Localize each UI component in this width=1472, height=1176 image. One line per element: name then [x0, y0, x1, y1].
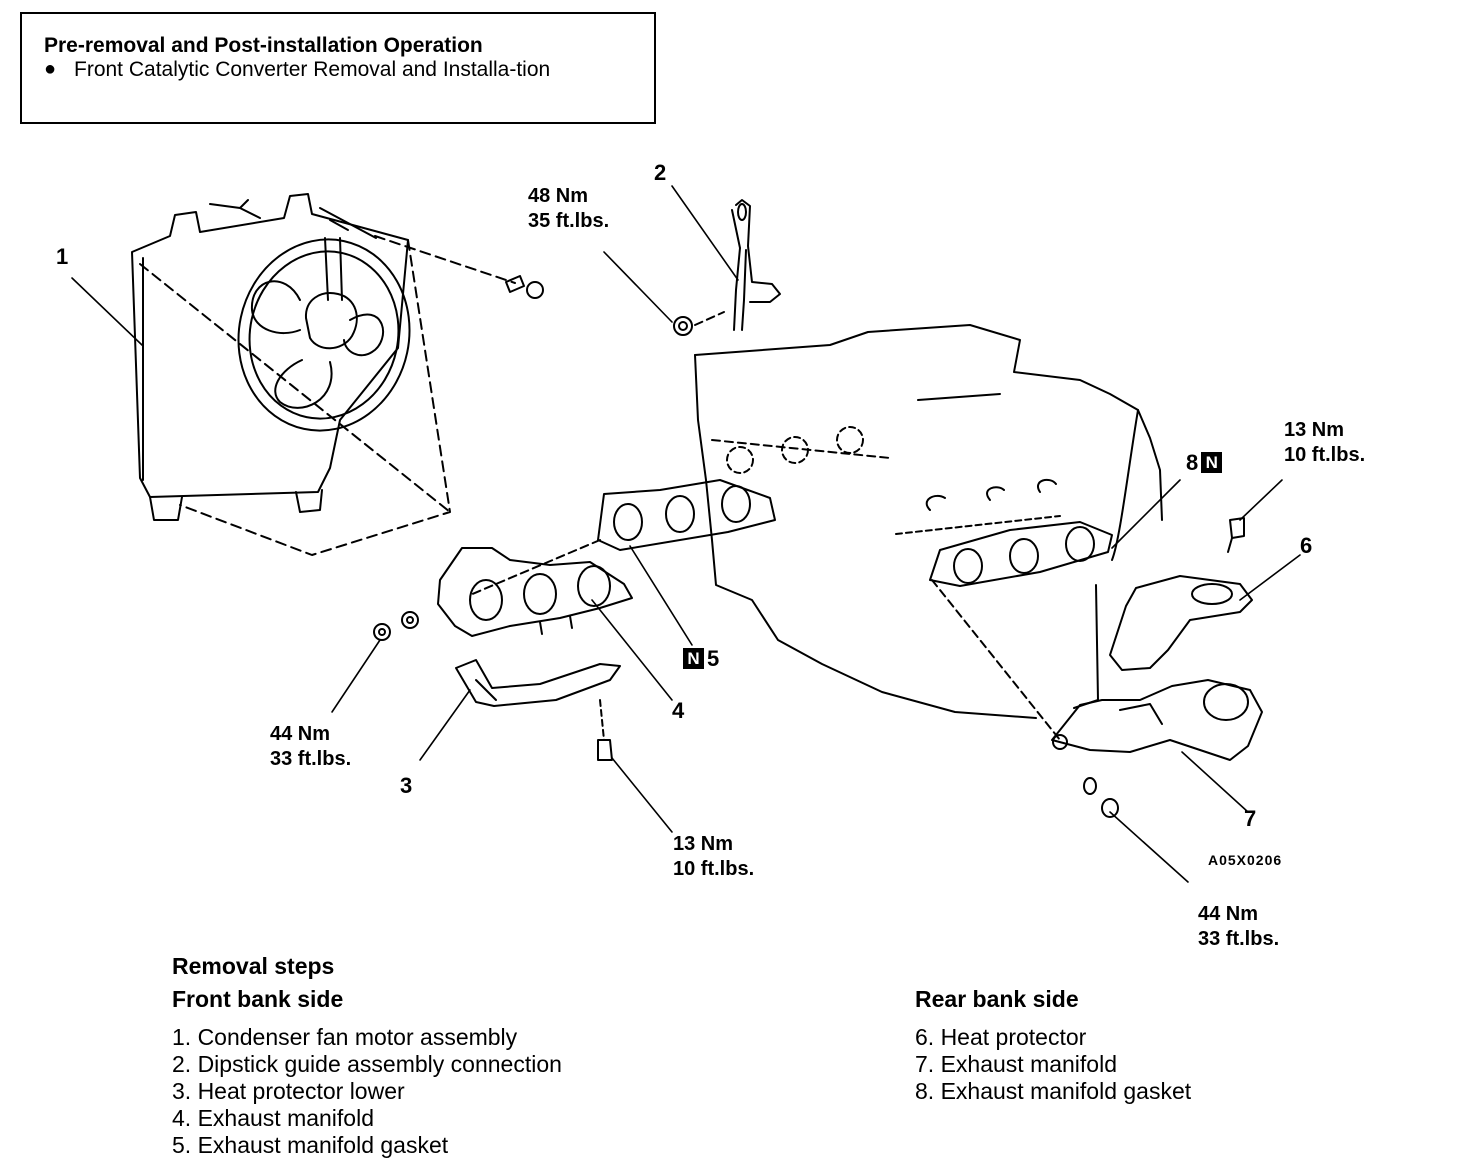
rear-washer-nut [1083, 777, 1119, 818]
new-part-badge: N [683, 648, 704, 669]
list-item: 4. Exhaust manifold [172, 1105, 375, 1131]
torque-ftlbs: 10 ft.lbs. [1284, 444, 1366, 466]
dipstick-guide [673, 199, 781, 336]
bolt-icon [1227, 517, 1245, 553]
exploded-view-drawing [71, 185, 1301, 883]
list-item: 2. Dipstick guide assembly connection [172, 1051, 562, 1077]
removal-steps-heading: Removal steps [172, 953, 335, 979]
torque-nm: 44 Nm [270, 723, 331, 745]
list-item: 6. Heat protector [915, 1024, 1087, 1050]
list-item: 5. Exhaust manifold gasket [172, 1132, 449, 1158]
leader-lines [71, 185, 1301, 883]
condenser-fan-assembly [131, 193, 516, 556]
rear-bank-list: 6. Heat protector 7. Exhaust manifold 8.… [915, 1024, 1191, 1105]
rear-bank-heading: Rear bank side [915, 986, 1079, 1012]
front-exhaust-gasket [469, 479, 776, 596]
torque-spec-front-bottom: 13 Nm 10 ft.lbs. [673, 832, 754, 882]
bullet-icon: ● [44, 58, 57, 80]
callout-3: 3 [400, 773, 413, 798]
list-item: 3. Heat protector lower [172, 1078, 405, 1104]
torque-ftlbs: 10 ft.lbs. [673, 858, 755, 880]
list-item: 7. Exhaust manifold [915, 1051, 1118, 1077]
notice-box: Pre-removal and Post-installation Operat… [20, 12, 656, 124]
front-exhaust-manifold [437, 547, 633, 637]
torque-nm: 48 Nm [528, 185, 589, 207]
torque-spec-rear-bottom: 44 Nm 33 ft.lbs. [1198, 902, 1279, 952]
rear-exhaust-gasket [895, 478, 1113, 741]
list-item: 8. Exhaust manifold gasket [915, 1078, 1192, 1104]
torque-nm: 13 Nm [673, 833, 734, 855]
heat-protector-rear [1109, 575, 1253, 671]
callout-7: 7 [1244, 806, 1257, 831]
callout-6: 6 [1300, 533, 1313, 558]
torque-ftlbs: 33 ft.lbs. [270, 748, 352, 770]
torque-ftlbs: 33 ft.lbs. [1198, 928, 1280, 950]
front-bank-list: 1. Condenser fan motor assembly 2. Dipst… [172, 1024, 562, 1159]
removal-steps-front: Removal steps Front bank side 1. Condens… [172, 950, 562, 1159]
notice-bullet: Front Catalytic Converter Removal and In… [74, 58, 551, 81]
bolt-icon [505, 275, 544, 299]
torque-spec-front-left: 44 Nm 33 ft.lbs. [270, 722, 351, 772]
torque-nm: 44 Nm [1198, 903, 1259, 925]
front-washer-nut [373, 611, 419, 641]
new-part-badge: N [1201, 452, 1223, 473]
callout-4: 4 [672, 698, 685, 723]
list-item: 1. Condenser fan motor assembly [172, 1024, 518, 1050]
torque-nm: 13 Nm [1284, 419, 1345, 441]
callout-1: 1 [56, 244, 69, 269]
notice-title: Pre-removal and Post-installation Operat… [44, 34, 483, 57]
callout-5: 5 [707, 646, 720, 671]
torque-spec-rear-top: 13 Nm 10 ft.lbs. [1284, 418, 1365, 468]
heat-protector-lower [455, 659, 621, 707]
rear-exhaust-manifold [1051, 679, 1263, 761]
engine-block-outline [694, 324, 1163, 719]
bolt-icon [597, 699, 613, 761]
torque-spec-dipstick: 48 Nm 35 ft.lbs. [528, 184, 609, 234]
figure-code: A05X0206 [1208, 852, 1283, 868]
torque-ftlbs: 35 ft.lbs. [528, 210, 610, 232]
removal-steps-rear: Rear bank side 6. Heat protector 7. Exha… [915, 983, 1191, 1105]
callout-2: 2 [654, 160, 667, 185]
front-bank-heading: Front bank side [172, 986, 344, 1012]
callout-8: 8 [1186, 450, 1199, 475]
